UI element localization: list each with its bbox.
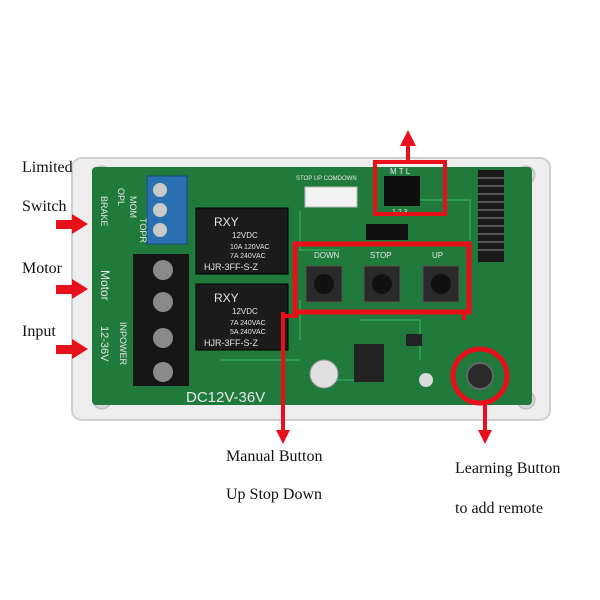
label-to-add-remote: to add remote	[455, 500, 543, 517]
svg-text:UP: UP	[432, 251, 443, 260]
arrow-right-icon	[56, 339, 88, 359]
svg-text:5A 240VAC: 5A 240VAC	[230, 329, 266, 336]
arrow-right-icon	[56, 214, 88, 234]
svg-text:BRAKE: BRAKE	[99, 196, 109, 227]
svg-text:DC12V-36V: DC12V-36V	[186, 389, 265, 406]
svg-text:7A 240VAC: 7A 240VAC	[230, 320, 266, 327]
black-terminal-block	[133, 254, 189, 386]
svg-text:STOP UP COMDOWN: STOP UP COMDOWN	[296, 176, 357, 182]
label-limited: Limited	[22, 159, 73, 176]
svg-text:12-36V: 12-36V	[98, 326, 110, 362]
svg-text:MOM: MOM	[128, 196, 138, 218]
svg-text:TOPR: TOPR	[138, 218, 148, 243]
svg-text:DOWN: DOWN	[314, 251, 340, 260]
svg-text:7A 240VAC: 7A 240VAC	[230, 253, 266, 260]
svg-text:M T L: M T L	[390, 167, 411, 176]
svg-text:RXY: RXY	[214, 291, 239, 305]
label-input: Input	[22, 323, 56, 340]
label-manual-button: Manual Button	[226, 448, 323, 465]
highlight-learning-button	[450, 346, 510, 406]
label-motor: Motor	[22, 260, 62, 277]
svg-text:STOP: STOP	[370, 251, 392, 260]
svg-text:INPOWER: INPOWER	[118, 322, 128, 366]
svg-text:Motor: Motor	[98, 270, 112, 301]
arrow-up-icon	[400, 130, 416, 160]
manual-buttons-area: DOWN STOP UP	[314, 251, 443, 260]
ic-chip	[366, 224, 408, 240]
label-switch: Switch	[22, 198, 67, 215]
white-connector	[304, 186, 358, 208]
jumper-header	[384, 176, 420, 206]
highlight-manual-buttons	[292, 241, 472, 315]
svg-text:12VDC: 12VDC	[232, 307, 258, 316]
regulator	[354, 344, 384, 382]
svg-text:OPL: OPL	[116, 188, 126, 206]
label-learning-button: Learning Button	[455, 460, 561, 477]
arrow-down-icon	[478, 402, 492, 444]
button-down[interactable]	[305, 265, 343, 303]
relay-top: RXY 12VDC 10A 120VAC 7A 240VAC HJR-3FF-S…	[195, 207, 289, 275]
led-indicator	[419, 373, 433, 387]
svg-text:HJR-3FF-S-Z: HJR-3FF-S-Z	[204, 262, 258, 272]
learning-button[interactable]	[466, 362, 494, 390]
highlight-jumper	[373, 160, 447, 216]
button-up[interactable]	[422, 265, 460, 303]
svg-text:HJR-3FF-S-Z: HJR-3FF-S-Z	[204, 338, 258, 348]
smd-component	[406, 334, 422, 346]
arrow-down-icon	[276, 430, 290, 444]
relay-bottom: RXY 12VDC 7A 240VAC 5A 240VAC HJR-3FF-S-…	[195, 283, 289, 351]
label-up-stop-down: Up Stop Down	[226, 486, 323, 503]
antenna-coil	[478, 170, 504, 262]
svg-text:10A 120VAC: 10A 120VAC	[230, 244, 270, 251]
arrow-right-icon	[56, 279, 88, 299]
capacitor	[309, 359, 339, 389]
svg-text:12VDC: 12VDC	[232, 231, 258, 240]
svg-text:RXY: RXY	[214, 215, 239, 229]
button-stop[interactable]	[363, 265, 401, 303]
